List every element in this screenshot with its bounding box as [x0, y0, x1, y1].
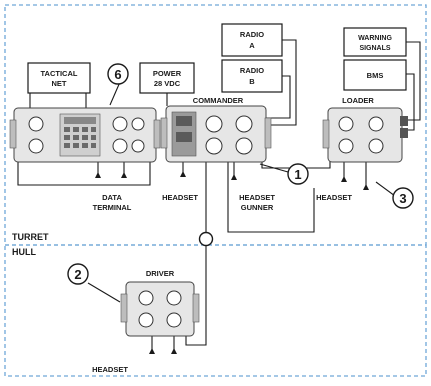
commander-station: COMMANDER [160, 96, 272, 163]
keypad-icon [59, 113, 101, 157]
tactical-net-box: TACTICAL NET [27, 62, 91, 94]
radio-a-label-2: A [249, 41, 255, 50]
headset-gunner-label-2: GUNNER [241, 203, 274, 212]
tactical-net-label-2: NET [52, 79, 67, 88]
power-label-1: POWER [153, 69, 182, 78]
warning-signals-label-1: WARNING [358, 35, 392, 42]
loader-label: LOADER [342, 96, 374, 105]
callout-3-number: 3 [399, 191, 406, 206]
callout-2-number: 2 [74, 267, 81, 282]
radio-a-label-1: RADIO [240, 30, 264, 39]
radio-b-box: RADIO B [221, 59, 283, 93]
commander-label: COMMANDER [193, 96, 244, 105]
data-terminal-label-2: TERMINAL [93, 203, 132, 212]
commander-headset-label: HEADSET [162, 193, 198, 202]
loader-station: LOADER [322, 96, 408, 163]
power-label-2: 28 VDC [154, 79, 181, 88]
radio-b-label-2: B [249, 77, 255, 86]
connector-arrows [95, 171, 369, 354]
radio-a-box: RADIO A [221, 23, 283, 57]
loader-headset-label: HEADSET [316, 193, 352, 202]
wiring [17, 39, 421, 352]
bms-label: BMS [367, 71, 384, 80]
callout-1: 1 [287, 163, 309, 185]
driver-label: DRIVER [146, 269, 175, 278]
callout-6: 6 [107, 63, 129, 85]
warning-signals-label-2: SIGNALS [359, 45, 390, 52]
headset-gunner-label-1: HEADSET [239, 193, 275, 202]
hull-region [4, 244, 427, 377]
slip-ring-icon [198, 231, 214, 247]
warning-signals-box: WARNING SIGNALS [343, 27, 407, 57]
hull-label: HULL [12, 247, 36, 257]
radio-b-label-1: RADIO [240, 66, 264, 75]
callout-2: 2 [67, 263, 89, 285]
bms-box: BMS [343, 59, 407, 91]
data-terminal-label-1: DATA [102, 193, 122, 202]
callout-3: 3 [392, 187, 414, 209]
turret-label: TURRET [12, 232, 49, 242]
driver-headset-label: HEADSET [92, 365, 128, 374]
tactical-net-label-1: TACTICAL [41, 69, 78, 78]
callout-1-number: 1 [294, 167, 301, 182]
callout-6-number: 6 [114, 67, 121, 82]
driver-station: DRIVER [120, 269, 200, 337]
power-box: POWER 28 VDC [139, 62, 195, 94]
crew-station-with-keypad [9, 107, 161, 163]
